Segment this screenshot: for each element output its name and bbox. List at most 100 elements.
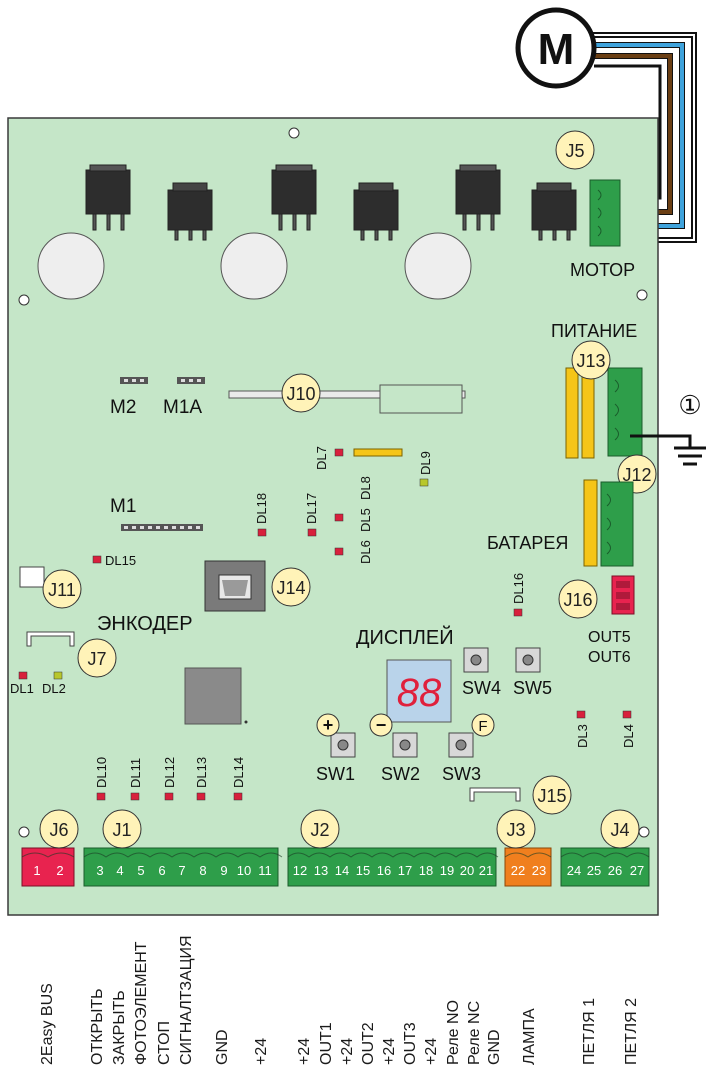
m1-label: M1 (110, 496, 136, 517)
j10-slot (228, 390, 466, 399)
dl1-label: DL1 (10, 681, 34, 696)
dl3-label: DL3 (575, 724, 590, 748)
pin-label: 14 (335, 863, 349, 878)
j7-label: J7 (87, 649, 106, 669)
j5-tag (555, 130, 595, 170)
j7-tag (77, 638, 117, 678)
j16-label: J16 (563, 590, 592, 610)
pin-label: 16 (377, 863, 391, 878)
label-plus24-3: +24 (339, 1037, 356, 1065)
j10-tag (281, 373, 321, 413)
pin-label: 4 (116, 863, 123, 878)
pin-label: 9 (220, 863, 227, 878)
transistors (85, 164, 577, 241)
sw5-label: SW5 (513, 678, 552, 698)
pin-label: 8 (199, 863, 206, 878)
switch-sw4[interactable] (463, 647, 489, 673)
display-digits: 88 (397, 671, 442, 715)
switch-sw5[interactable] (515, 647, 541, 673)
terminal-j4[interactable] (560, 847, 650, 887)
jumper-m2[interactable] (120, 377, 148, 384)
switch-sw3[interactable] (448, 732, 474, 758)
j13-tag (571, 340, 611, 380)
j6-label: J6 (49, 820, 68, 840)
j4-label: J4 (610, 820, 629, 840)
out5-label: OUT5 (588, 629, 631, 646)
sw3-label: SW3 (442, 764, 481, 784)
pin-label: 11 (258, 863, 272, 878)
j15-connector[interactable] (469, 787, 521, 802)
dl18-label: DL18 (254, 493, 269, 524)
motor-symbol: M (538, 25, 575, 74)
jumper-m1a[interactable] (177, 377, 205, 384)
pin-label: 6 (158, 863, 165, 878)
terminal-j6[interactable] (21, 847, 75, 887)
pin-label: 10 (237, 863, 251, 878)
power-terminal[interactable] (607, 367, 643, 457)
dl5-label: DL5 (358, 508, 373, 532)
label-gnd-2: GND (486, 1029, 503, 1065)
pin-label: 25 (587, 863, 601, 878)
switch-sw1[interactable] (330, 732, 356, 758)
label-relay-no: Реле NO (445, 999, 462, 1065)
battery-terminal[interactable] (600, 481, 634, 567)
dl14-label: DL14 (231, 757, 246, 788)
label-plus24-2: +24 (296, 1037, 313, 1065)
label-close: ЗАКРЫТЬ (111, 990, 128, 1065)
pin-label: 7 (178, 863, 185, 878)
label-plus24-5: +24 (423, 1037, 440, 1065)
dl7-label: DL7 (314, 446, 329, 470)
terminal-j3[interactable] (504, 847, 552, 887)
j6-tag (39, 809, 79, 849)
encoder-label: ЭНКОДЕР (97, 613, 193, 635)
label-photocell: ФОТОЭЛЕМЕНТ (133, 941, 150, 1065)
label-plus24-1: +24 (253, 1037, 270, 1065)
power-label: ПИТАНИЕ (551, 321, 637, 341)
j11-connector[interactable] (19, 566, 45, 588)
label-open: ОТКРЫТЬ (89, 988, 106, 1065)
j15-tag (532, 775, 572, 815)
f-label: F (478, 718, 487, 735)
pin-label: 1 (33, 863, 40, 878)
j4-tag (600, 809, 640, 849)
pin-label: 26 (608, 863, 622, 878)
pin-label: 19 (440, 863, 454, 878)
j14-label: J14 (276, 578, 305, 598)
switch-sw2[interactable] (392, 732, 418, 758)
terminal-j1[interactable] (83, 847, 279, 887)
display-label: ДИСПЛЕЙ (356, 625, 454, 649)
motor-label: МОТОР (570, 260, 635, 280)
pin-label: 2 (56, 863, 63, 878)
pin-label: 18 (419, 863, 433, 878)
plus-label: + (323, 715, 334, 735)
label-gnd-1: GND (214, 1029, 231, 1065)
plus-icon (316, 713, 340, 737)
dl9-label: DL9 (418, 451, 433, 475)
j5-label: J5 (565, 141, 584, 161)
minus-label: − (376, 715, 387, 735)
fuse-dl8 (353, 448, 403, 457)
label-out1: OUT1 (318, 1022, 335, 1065)
sw2-label: SW2 (381, 764, 420, 784)
dl17-label: DL17 (304, 493, 319, 524)
dl12-label: DL12 (162, 757, 177, 788)
encoder-connector[interactable] (26, 631, 75, 647)
j10-label: J10 (286, 384, 315, 404)
j16-tag (558, 579, 598, 619)
pin-label: 5 (137, 863, 144, 878)
j1-tag (102, 809, 142, 849)
j2-label: J2 (310, 820, 329, 840)
out6-label: OUT6 (588, 649, 631, 666)
dl10-label: DL10 (94, 757, 109, 788)
power-fuse-2 (581, 367, 595, 459)
f-icon (471, 713, 495, 737)
sw1-label: SW1 (316, 764, 355, 784)
motor-terminal[interactable] (589, 179, 621, 247)
pin-label: 24 (567, 863, 581, 878)
jumper-m1[interactable] (121, 524, 203, 531)
j3-tag (496, 809, 536, 849)
label-signal: СИГНАЛТЗАЦИЯ (178, 935, 195, 1065)
capacitors (37, 232, 472, 300)
seven-segment-display (386, 659, 452, 723)
